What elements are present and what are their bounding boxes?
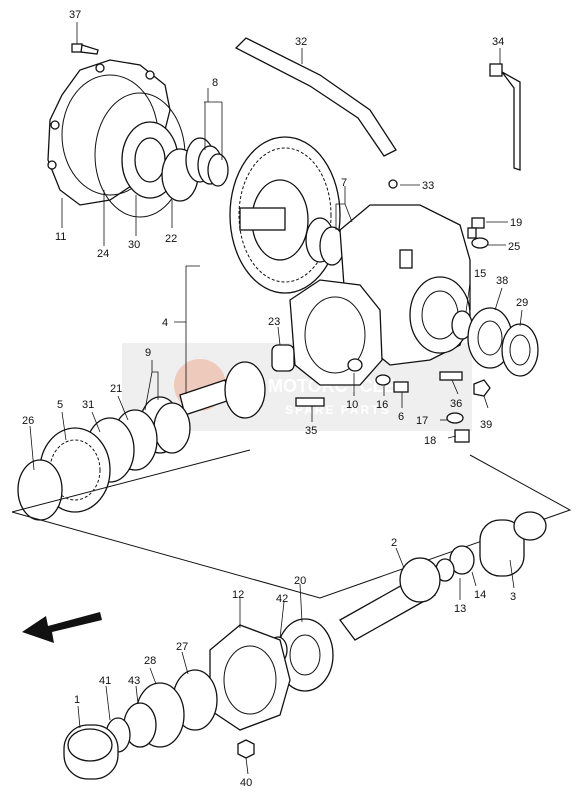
oil-seal-29	[501, 323, 539, 377]
callout-27: 27	[176, 641, 188, 653]
bolt-19	[467, 217, 485, 239]
needle-bearing-23	[271, 344, 295, 372]
callout-22: 22	[165, 233, 177, 245]
callout-9: 9	[145, 347, 151, 359]
callout-10: 10	[346, 399, 358, 411]
pinion-gear-4	[179, 361, 266, 419]
ring-26	[17, 459, 63, 521]
callout-24: 24	[97, 248, 109, 260]
clamp-34	[489, 63, 521, 171]
stud-36	[439, 371, 463, 381]
callout-36: 36	[450, 398, 462, 410]
callout-3: 3	[510, 591, 516, 603]
callout-14: 14	[474, 589, 486, 601]
nut-39	[473, 379, 491, 397]
bearing-race-14	[449, 545, 475, 575]
washer-17	[446, 412, 464, 424]
callout-28: 28	[144, 655, 156, 667]
callout-2: 2	[391, 537, 397, 549]
callout-37: 37	[69, 9, 81, 21]
stud-35	[295, 397, 325, 407]
callout-35: 35	[305, 425, 317, 437]
callout-38: 38	[496, 275, 508, 287]
callout-17: 17	[416, 415, 428, 427]
drive-shaft-2	[339, 557, 441, 641]
callout-40: 40	[240, 777, 252, 789]
callout-41: 41	[99, 675, 111, 687]
callout-15: 15	[474, 268, 486, 280]
callout-8: 8	[212, 77, 218, 89]
callout-29: 29	[516, 297, 528, 309]
callout-21: 21	[110, 383, 122, 395]
callout-6: 6	[398, 411, 404, 423]
front-direction-arrow	[22, 612, 102, 643]
breather-hose-32	[234, 37, 397, 157]
callout-43: 43	[128, 675, 140, 687]
washer-25	[471, 237, 489, 249]
shims-7	[305, 217, 345, 266]
callout-12: 12	[232, 589, 244, 601]
bolt-37	[71, 43, 99, 55]
bolt-6	[393, 381, 409, 393]
callout-18: 18	[424, 435, 436, 447]
callout-19: 19	[510, 217, 522, 229]
ring-gear	[229, 136, 341, 294]
callout-20: 20	[294, 575, 306, 587]
callout-13: 13	[454, 603, 466, 615]
coupling-1	[63, 724, 119, 780]
callout-11: 11	[55, 231, 66, 243]
callout-32: 32	[295, 36, 307, 48]
plug-18	[454, 429, 470, 443]
callout-39: 39	[480, 419, 492, 431]
callout-7: 7	[341, 177, 347, 189]
nut-40	[237, 739, 255, 759]
leader-lines	[29, 22, 523, 775]
callout-16: 16	[376, 399, 388, 411]
callout-30: 30	[128, 239, 140, 251]
callout-33: 33	[422, 180, 434, 192]
callout-1: 1	[74, 694, 80, 706]
assembly-boundary	[11, 449, 572, 599]
callout-42: 42	[276, 593, 288, 605]
shims-8	[185, 137, 229, 187]
housing-12	[209, 624, 291, 731]
callout-34: 34	[492, 36, 504, 48]
clip-33	[388, 179, 398, 189]
callout-25: 25	[508, 241, 520, 253]
drive-housing	[289, 279, 383, 386]
callout-5: 5	[57, 399, 63, 411]
washer-16	[375, 374, 391, 386]
bearing-3	[479, 511, 547, 577]
callout-numbers: 37 32 34 8 7 33 19 25 11 24 30 22 15 38 …	[22, 9, 528, 789]
callout-26: 26	[22, 415, 34, 427]
callout-31: 31	[82, 399, 94, 411]
callout-4: 4	[162, 317, 168, 329]
callout-23: 23	[268, 316, 280, 328]
washer-10	[347, 358, 363, 372]
